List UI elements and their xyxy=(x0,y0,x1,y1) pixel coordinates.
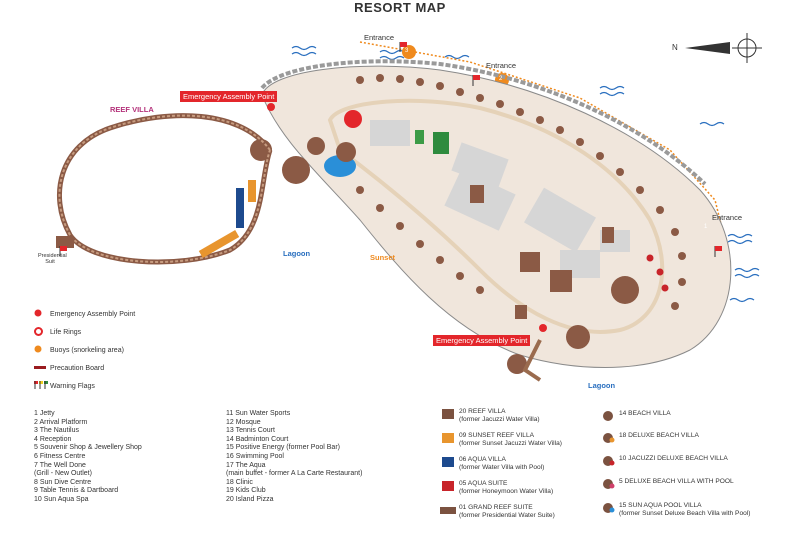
assembly-point-label-top: Emergency Assembly Point xyxy=(180,91,278,102)
sun-aqua-pool-villa-icon xyxy=(603,503,615,513)
tennis-court xyxy=(433,132,449,154)
lagoon-label-left: Lagoon xyxy=(283,249,311,258)
beach-strip xyxy=(260,59,707,186)
compass-icon xyxy=(685,33,762,63)
sunset-label: Sunset xyxy=(370,253,396,262)
villa-type: 5 DELUXE BEACH VILLA WITH POOL xyxy=(600,478,734,489)
villa-type: 20 REEF VILLA(former Jacuzzi Water Villa… xyxy=(440,408,540,424)
assembly-point-top xyxy=(267,103,275,111)
entrance-label-right: Entrance xyxy=(712,213,743,222)
life-ring-icon xyxy=(34,326,50,338)
legend-item: Life Rings xyxy=(34,323,135,341)
entrance-label-top: Entrance xyxy=(364,33,395,42)
deluxe-beach-villa-icon xyxy=(603,433,615,443)
villa-type: 14 BEACH VILLA xyxy=(600,410,671,421)
legend-item: Emergency Assembly Point xyxy=(34,305,135,323)
resort-map xyxy=(56,33,762,382)
beach-villa-icon xyxy=(603,411,613,421)
buoy-number-2: 2 xyxy=(499,76,503,82)
villa-type: 01 GRAND REEF SUITE(former Presidential … xyxy=(440,504,555,520)
villa-type: 09 SUNSET REEF VILLA(former Sunset Jacuz… xyxy=(440,432,562,448)
north-label: N xyxy=(672,43,678,52)
jetty xyxy=(522,339,542,382)
aqua-suite-icon xyxy=(442,481,454,491)
legend-item: Warning Flags xyxy=(34,377,135,395)
aqua-villa-icon xyxy=(442,457,454,467)
assembly-point-bottom xyxy=(539,324,547,332)
villa-type: 18 DELUXE BEACH VILLA xyxy=(600,432,699,443)
beach-villas xyxy=(356,74,686,310)
buoy-icon xyxy=(34,345,50,355)
map-title: RESORT MAP xyxy=(354,0,446,15)
reef-villa-label: REEF VILLA xyxy=(110,105,154,114)
sunset-reef-villas xyxy=(198,180,256,258)
deluxe-villa-pool-icon xyxy=(603,479,615,489)
presidential-suite-label: Presidential Suit xyxy=(38,253,67,265)
boardwalk-inner xyxy=(58,114,271,263)
jacuzzi-villas xyxy=(646,254,669,292)
assembly-point-label-bottom: Emergency Assembly Point xyxy=(433,335,531,346)
warning-flags xyxy=(59,42,722,257)
flag-icon xyxy=(34,380,50,392)
villa-type: 15 SUN AQUA POOL VILLA(former Sunset Del… xyxy=(600,502,750,518)
assembly-dot-icon xyxy=(34,309,50,319)
buoy-number-1: 1 xyxy=(704,224,708,230)
map-legend: Emergency Assembly Point Life Rings Buoy… xyxy=(34,305,135,395)
kids-club xyxy=(344,110,362,128)
ring-road xyxy=(327,98,665,334)
buoy-number-3: 3 xyxy=(405,48,409,54)
entrance-label-mid: Entrance xyxy=(486,61,517,70)
lagoon-label-bottom: Lagoon xyxy=(588,381,616,390)
villa-type: 06 AQUA VILLA(former Water Villa with Po… xyxy=(440,456,544,472)
buoy-line xyxy=(359,41,723,229)
sunset-reef-villa-icon xyxy=(442,433,454,443)
reef-villa-icon xyxy=(442,409,454,419)
board-icon xyxy=(34,365,50,372)
grand-reef-suite-icon xyxy=(440,507,456,514)
villa-type: 05 AQUA SUITE(former Honeymoon Water Vil… xyxy=(440,480,553,496)
legend-item: Precaution Board xyxy=(34,359,135,377)
badminton-court xyxy=(415,130,424,144)
presidential-suite xyxy=(56,236,74,248)
jacuzzi-deluxe-villa-icon xyxy=(603,456,615,466)
villa-type: 10 JACUZZI DELUXE BEACH VILLA xyxy=(600,455,728,466)
legend-item: Buoys (snorkeling area) xyxy=(34,341,135,359)
